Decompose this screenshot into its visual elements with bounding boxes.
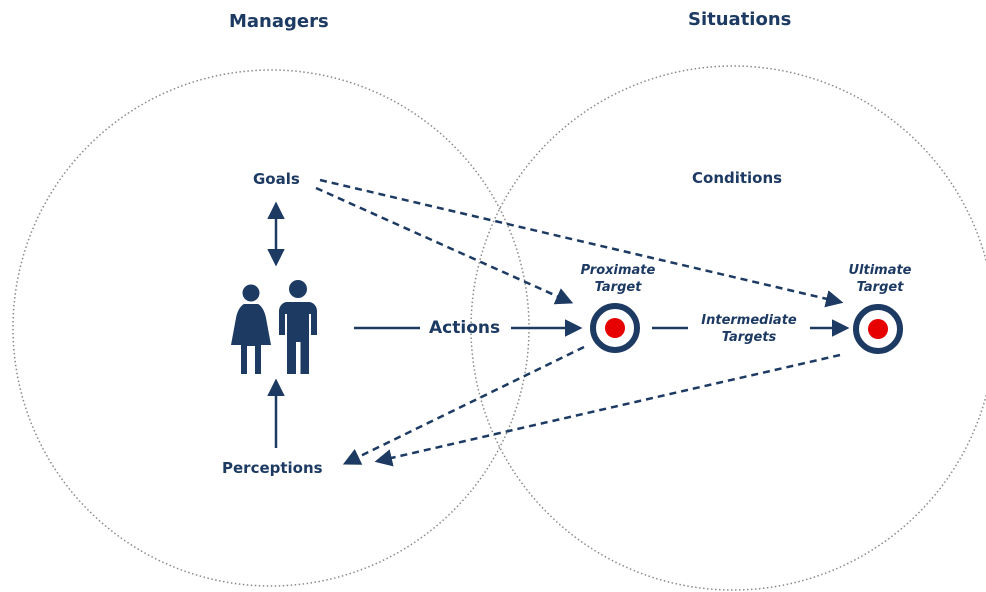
intermediate-targets-label: Intermediate Targets: [688, 312, 810, 346]
managers-heading: Managers: [229, 11, 329, 32]
man-icon: [279, 280, 317, 374]
proximate-label-line2: Target: [594, 280, 642, 295]
actions-label: Actions: [429, 318, 501, 338]
intermediate-label-line2: Targets: [721, 330, 777, 345]
proximate-label-line1: Proximate: [580, 263, 656, 278]
goals-to-proximate-arrow: [315, 186, 574, 305]
conditions-label: Conditions: [692, 169, 783, 187]
ultimate-target-label: Ultimate Target: [833, 262, 927, 296]
proximate-target-icon: [590, 303, 640, 353]
goals-to-ultimate-arrow: [319, 178, 844, 308]
perceptions-label: Perceptions: [222, 459, 323, 477]
goals-label: Goals: [253, 170, 300, 188]
woman-and-man-icon: [231, 280, 317, 374]
ultimate-label-line2: Target: [856, 280, 904, 295]
intermediate-label-line1: Intermediate: [701, 313, 797, 328]
proximate-target-label: Proximate Target: [566, 262, 670, 296]
situations-heading: Situations: [688, 9, 792, 30]
proximate-to-perceptions-arrow: [342, 345, 585, 465]
woman-icon: [231, 284, 271, 374]
ultimate-label-line1: Ultimate: [848, 263, 912, 278]
ultimate-to-perceptions-arrow: [374, 353, 841, 467]
ultimate-target-icon: [853, 304, 903, 354]
